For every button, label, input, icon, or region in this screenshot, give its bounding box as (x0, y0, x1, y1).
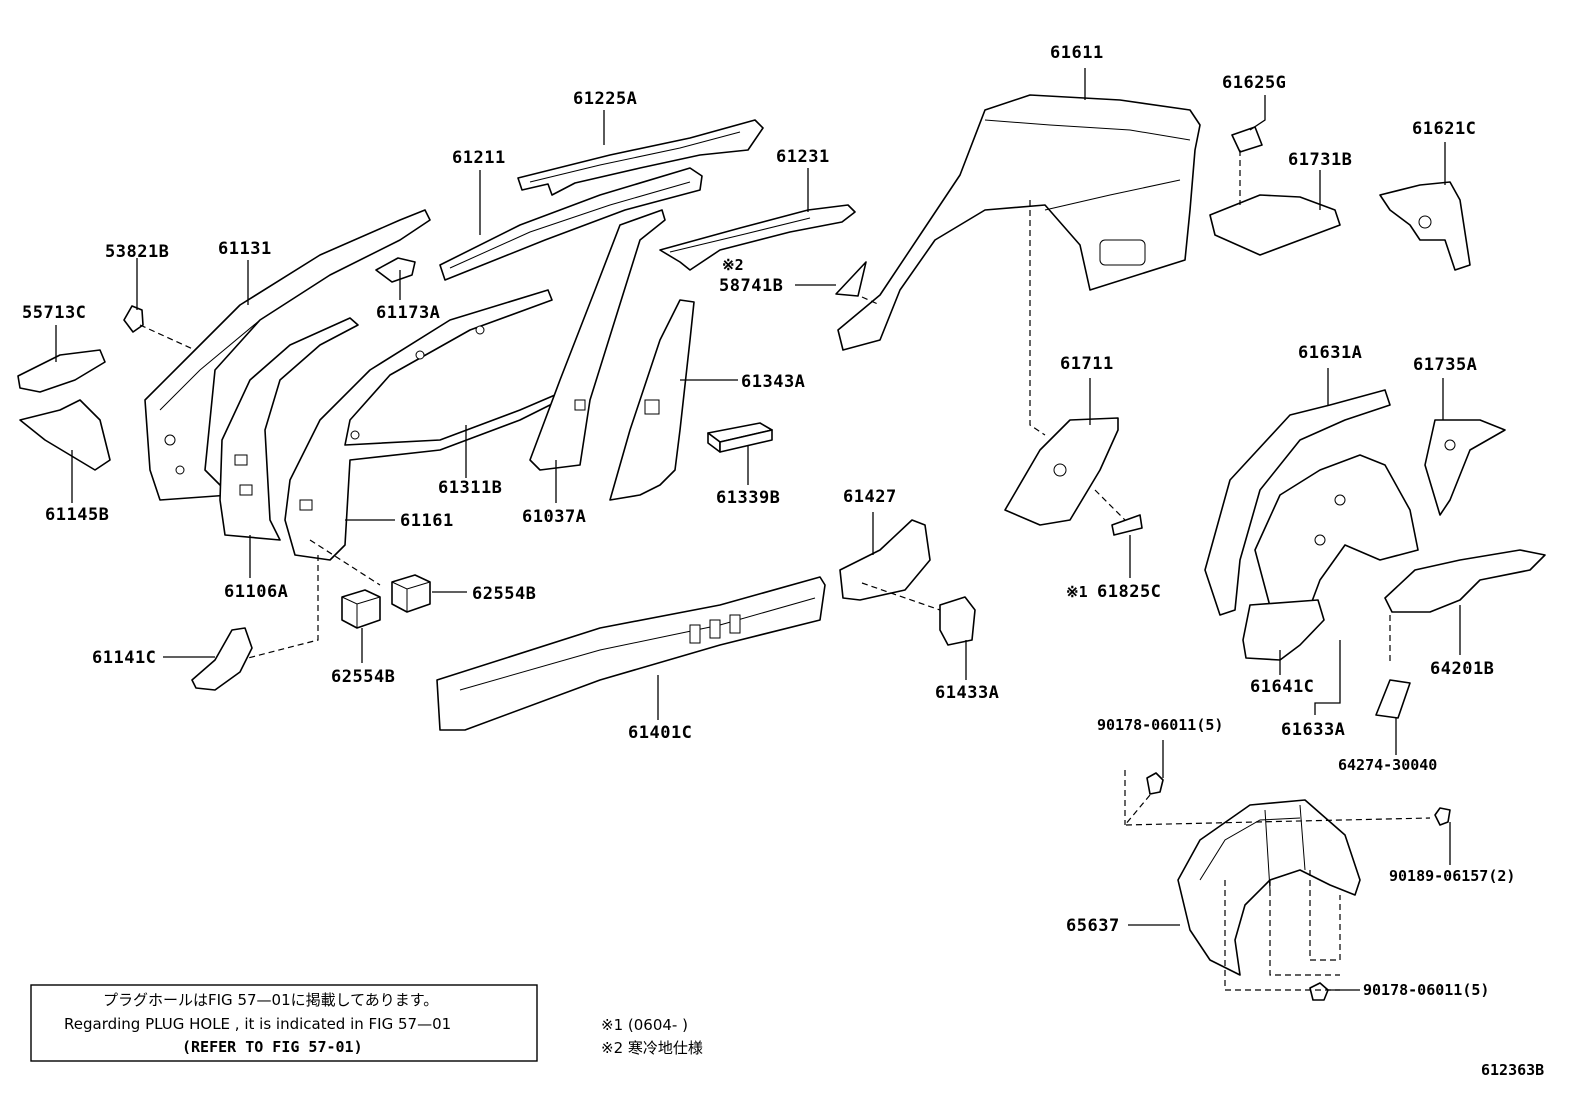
label-61427[interactable]: 61427 (843, 487, 897, 507)
label-61825c[interactable]: 61825C (1097, 582, 1161, 602)
part-61621c-shape[interactable] (1379, 181, 1471, 271)
part-61311b-shape[interactable] (284, 289, 561, 561)
part-58741b-shape[interactable] (835, 261, 867, 297)
part-61735a-shape[interactable] (1424, 419, 1506, 516)
part-61611-shape[interactable] (837, 94, 1201, 351)
label-61131[interactable]: 61131 (218, 239, 272, 259)
note-line-refer[interactable]: (REFER TO FIG 57-01) (182, 1038, 363, 1056)
part-61641c-shape[interactable] (1242, 599, 1325, 661)
part-61225a-shape[interactable] (517, 119, 764, 196)
part-61211-shape[interactable] (439, 167, 703, 281)
label-61631a[interactable]: 61631A (1298, 343, 1362, 363)
label-61141c[interactable]: 61141C (92, 648, 156, 668)
label-61311b[interactable]: 61311B (438, 478, 502, 498)
label-64274[interactable]: 64274-30040 (1338, 756, 1437, 774)
mark2-near-61231: ※2 (722, 256, 744, 274)
label-61231[interactable]: 61231 (776, 147, 830, 167)
part-61711-shape[interactable] (1004, 417, 1119, 526)
label-61106a[interactable]: 61106A (224, 582, 288, 602)
part-61231-shape[interactable] (659, 204, 856, 271)
label-53821b[interactable]: 53821B (105, 242, 169, 262)
label-61225a[interactable]: 61225A (573, 89, 637, 109)
label-90178-top[interactable]: 90178-06011(5) (1097, 716, 1223, 734)
part-61141c-shape[interactable] (191, 627, 253, 691)
clip-90178-bottom-icon[interactable] (1309, 982, 1329, 1001)
part-55713c-shape[interactable] (17, 349, 106, 393)
part-62554b-shape-a[interactable] (341, 589, 381, 629)
footnote-1: ※1 (0604- ) (601, 1016, 688, 1034)
label-61161[interactable]: 61161 (400, 511, 454, 531)
part-61631a-shape[interactable] (1204, 389, 1419, 626)
label-90178-bottom[interactable]: 90178-06011(5) (1363, 981, 1489, 999)
part-64201b-shape[interactable] (1384, 549, 1546, 613)
plug-hole-note: プラグホールはFIG 57—01に掲載してあります。 Regarding PLU… (30, 984, 538, 1062)
label-58741b[interactable]: 58741B (719, 276, 783, 296)
clip-90178-top-icon[interactable] (1146, 772, 1164, 795)
dashed-connectors (139, 150, 1431, 991)
label-61731b[interactable]: 61731B (1288, 150, 1352, 170)
label-90189[interactable]: 90189-06157(2) (1389, 867, 1515, 885)
label-61641c[interactable]: 61641C (1250, 677, 1314, 697)
label-61343a[interactable]: 61343A (741, 372, 805, 392)
part-61037a-shape[interactable] (529, 209, 666, 471)
part-61106a-shape[interactable] (219, 317, 359, 541)
footnote-2: ※2 寒冷地仕様 (601, 1039, 703, 1057)
clip-90189-icon[interactable] (1434, 807, 1451, 826)
note-line-english: Regarding PLUG HOLE , it is indicated in… (64, 1015, 451, 1033)
part-62554b-shape-b[interactable] (391, 574, 431, 613)
part-61401c-shape[interactable] (436, 576, 826, 731)
label-61433a[interactable]: 61433A (935, 683, 999, 703)
part-61343a-shape[interactable] (609, 299, 695, 501)
label-61401c[interactable]: 61401C (628, 723, 692, 743)
part-61433a-shape[interactable] (939, 596, 976, 646)
mark1-near-61825c: ※1 (1066, 583, 1088, 601)
label-55713c[interactable]: 55713C (22, 303, 86, 323)
note-line-japanese: プラグホールはFIG 57—01に掲載してあります。 (103, 991, 438, 1009)
label-61621c[interactable]: 61621C (1412, 119, 1476, 139)
figure-id: 612363B (1481, 1061, 1544, 1079)
part-53821b-shape[interactable] (123, 305, 144, 333)
part-61825c-shape[interactable] (1111, 514, 1143, 536)
label-62554b-b[interactable]: 62554B (331, 667, 395, 687)
part-65637-shape[interactable] (1177, 799, 1361, 976)
label-61711[interactable]: 61711 (1060, 354, 1114, 374)
part-labels: 61611 61625G 61621C 61225A 61211 61231 6… (22, 43, 1515, 999)
part-61173a-shape[interactable] (375, 257, 416, 283)
part-61339b-shape[interactable] (707, 422, 773, 453)
part-61731b-shape[interactable] (1209, 194, 1341, 256)
part-61625g-shape[interactable] (1231, 126, 1263, 153)
label-64201b[interactable]: 64201B (1430, 659, 1494, 679)
part-61427-shape[interactable] (839, 519, 931, 601)
label-61211[interactable]: 61211 (452, 148, 506, 168)
leader-lines (55, 68, 1461, 991)
label-61735a[interactable]: 61735A (1413, 355, 1477, 375)
part-61131-shape[interactable] (144, 209, 431, 501)
label-61173a[interactable]: 61173A (376, 303, 440, 323)
label-61145b[interactable]: 61145B (45, 505, 109, 525)
label-62554b-a[interactable]: 62554B (472, 584, 536, 604)
label-61611[interactable]: 61611 (1050, 43, 1104, 63)
label-61339b[interactable]: 61339B (716, 488, 780, 508)
label-61633a[interactable]: 61633A (1281, 720, 1345, 740)
part-61145b-shape[interactable] (19, 399, 111, 471)
part-64274-shape[interactable] (1375, 679, 1411, 719)
label-61625g[interactable]: 61625G (1222, 73, 1286, 93)
footnotes: ※1 (0604- ) ※2 寒冷地仕様 (601, 1016, 703, 1057)
label-61037a[interactable]: 61037A (522, 507, 586, 527)
label-65637[interactable]: 65637 (1066, 916, 1120, 936)
